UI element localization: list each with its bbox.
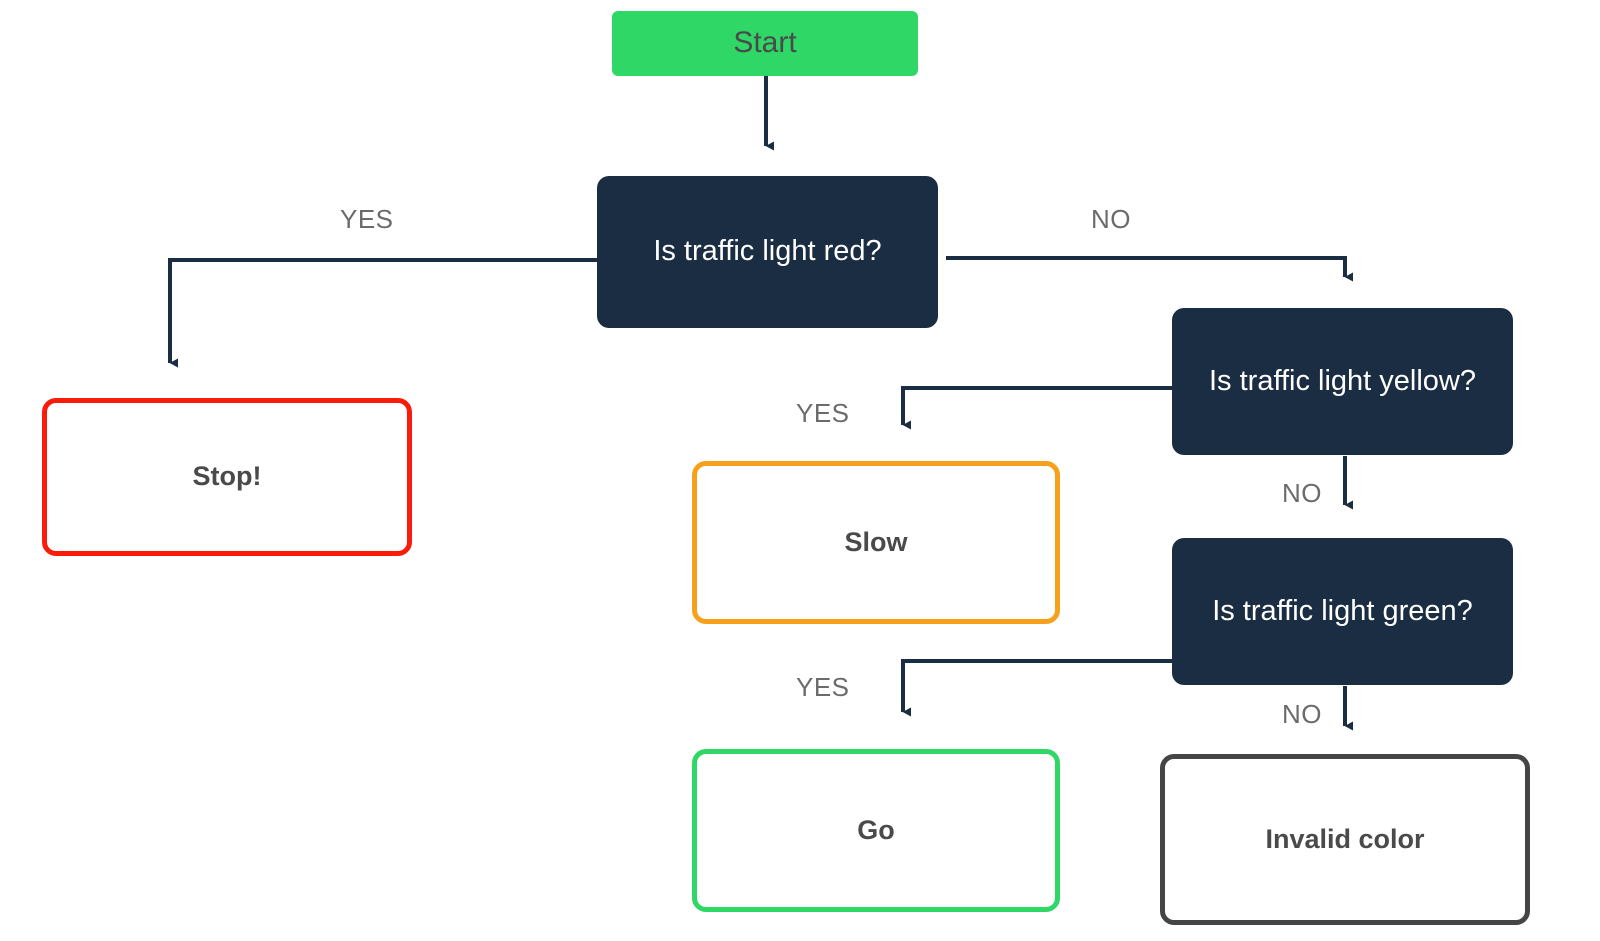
edge-label-red-no: NO [1091, 204, 1131, 234]
node-slow[interactable]: Slow [692, 461, 1060, 624]
edge-label-red-yes: YES [340, 204, 394, 234]
node-decision-yellow-label: Is traffic light yellow? [1208, 364, 1477, 397]
edge-yellow-yes-to-slow [901, 386, 1172, 430]
edge-green-yes-to-go [901, 659, 1172, 717]
node-decision-red[interactable]: Is traffic light red? [597, 176, 938, 328]
edge-label-green-no: NO [1282, 699, 1322, 729]
node-invalid-color-label: Invalid color [1265, 823, 1425, 854]
node-decision-green[interactable]: Is traffic light green? [1172, 538, 1513, 685]
node-start-label: Start [733, 26, 797, 60]
edge-label-green-yes: YES [796, 672, 850, 702]
node-start[interactable]: Start [612, 11, 918, 76]
node-stop[interactable]: Stop! [42, 398, 412, 556]
node-slow-label: Slow [844, 526, 908, 557]
edge-red-no-to-yellow [946, 256, 1354, 282]
edge-label-yellow-yes: YES [796, 398, 850, 428]
node-decision-red-label: Is traffic light red? [653, 235, 882, 268]
node-stop-label: Stop! [192, 461, 262, 492]
edge-red-yes-to-stop [168, 258, 608, 368]
node-go[interactable]: Go [692, 749, 1060, 912]
node-decision-green-label: Is traffic light green? [1212, 594, 1473, 627]
node-decision-yellow[interactable]: Is traffic light yellow? [1172, 308, 1513, 455]
node-invalid-color[interactable]: Invalid color [1160, 754, 1530, 925]
edge-label-yellow-no: NO [1282, 478, 1322, 508]
node-go-label: Go [857, 814, 895, 845]
